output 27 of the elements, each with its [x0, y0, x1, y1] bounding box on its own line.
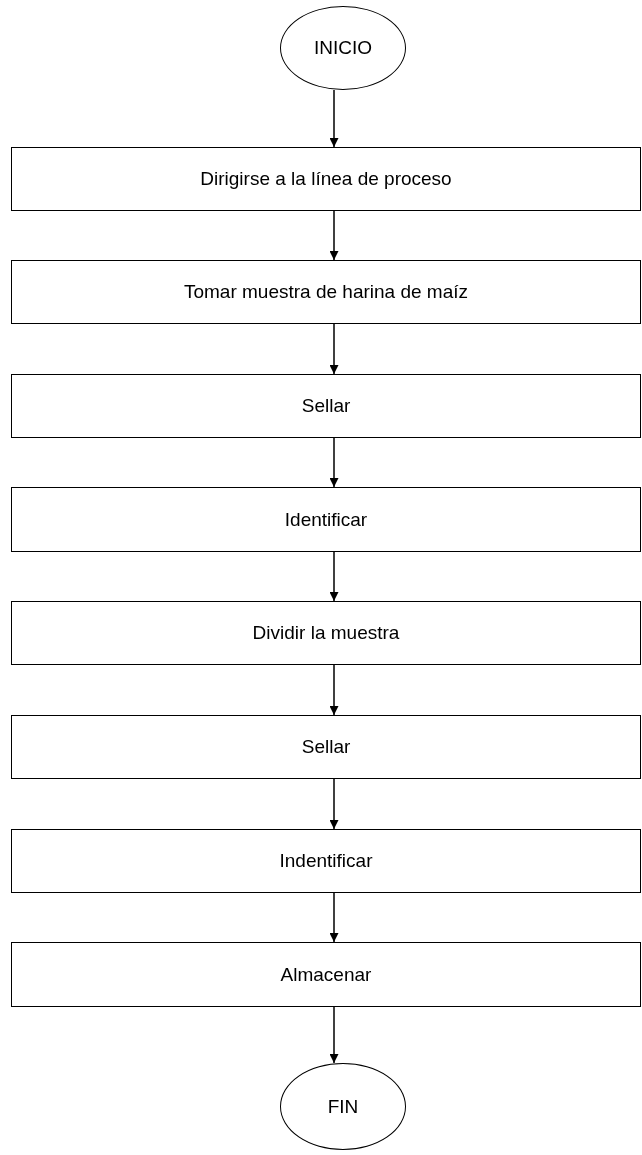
process-box: [11, 374, 641, 438]
arrow: [329, 437, 339, 488]
process-box: [11, 942, 641, 1007]
arrow: [329, 892, 339, 943]
node-text: FIN: [326, 1095, 360, 1118]
process-box: [11, 829, 641, 893]
node-text: Tomar muestra de harina de maíz: [182, 281, 470, 303]
process-box: [11, 601, 641, 665]
node-text: Indentificar: [278, 850, 374, 872]
node-text: Dirigirse a la línea de proceso: [199, 168, 453, 190]
arrow: [329, 551, 339, 602]
arrow: [329, 210, 339, 261]
node-text: Almacenar: [279, 963, 373, 986]
process-box: [11, 260, 641, 324]
node-text: INICIO: [312, 37, 374, 59]
arrow: [329, 664, 339, 716]
arrow: [329, 89, 339, 148]
process-box: [11, 147, 641, 211]
process-box: [11, 487, 641, 552]
node-text: Sellar: [300, 736, 352, 758]
process-box: [11, 715, 641, 779]
node-text: Sellar: [300, 395, 352, 417]
node-text: Identificar: [283, 508, 369, 531]
arrow: [329, 323, 339, 375]
arrow: [329, 778, 339, 830]
node-text: Dividir la muestra: [251, 622, 401, 644]
arrow: [329, 1006, 339, 1064]
